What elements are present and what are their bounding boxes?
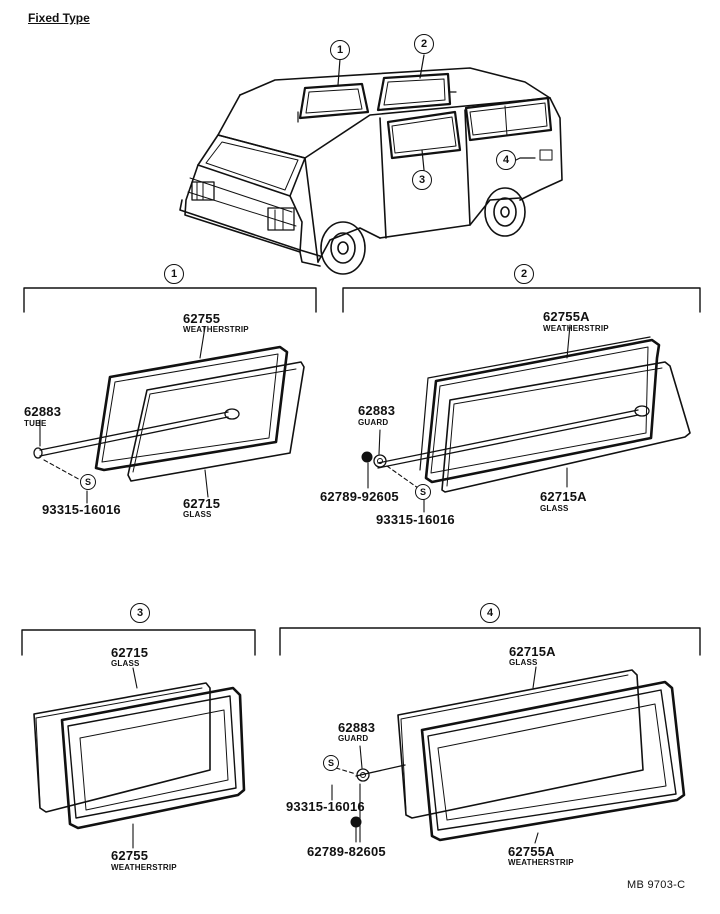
diagram-code: MB 9703-C: [627, 879, 686, 891]
part-name: GLASS: [509, 658, 538, 667]
part-name: WEATHERSTRIP: [111, 863, 177, 872]
fastener-symbol: S: [80, 474, 96, 490]
part-number: 62789-92605: [320, 489, 399, 504]
part-number: 62883: [358, 403, 396, 418]
part-number: 93315-16016: [286, 799, 365, 814]
panel-4-callout: 4: [480, 603, 500, 623]
part-number: 62715A: [540, 489, 587, 504]
page-title: Fixed Type: [28, 11, 90, 25]
callout-2-van: 2: [414, 34, 434, 54]
guard-nut-2: [362, 452, 372, 462]
fastener-symbol: S: [323, 755, 339, 771]
part-name: GUARD: [358, 418, 389, 427]
part-number: 93315-16016: [42, 502, 121, 517]
callout-1-van: 1: [330, 40, 350, 60]
van-illustration: [180, 55, 562, 274]
bracket-4: [280, 628, 700, 655]
part-number: 62715: [183, 496, 221, 511]
callout-4-van: 4: [496, 150, 516, 170]
bracket-1: [24, 288, 316, 312]
part-number: 62755: [111, 848, 149, 863]
part-number: 62883: [24, 404, 62, 419]
part-name: GLASS: [111, 659, 140, 668]
guard-nut-4: [351, 817, 361, 827]
part-name: WEATHERSTRIP: [508, 858, 574, 867]
panel-2-callout: 2: [514, 264, 534, 284]
part-number: 62883: [338, 720, 376, 735]
part-number: 62755: [183, 311, 221, 326]
fastener-symbol: S: [415, 484, 431, 500]
part-name: GUARD: [338, 734, 369, 743]
panel-4-drawing: [332, 667, 684, 843]
panel-1-drawing: [34, 327, 304, 503]
part-name: WEATHERSTRIP: [183, 325, 249, 334]
part-number: 62715A: [509, 644, 556, 659]
part-number: 62715: [111, 645, 149, 660]
part-number: 62755A: [543, 309, 590, 324]
panel-3-drawing: [34, 668, 244, 848]
part-number: 62755A: [508, 844, 555, 859]
part-name: GLASS: [540, 504, 569, 513]
panel-3-callout: 3: [130, 603, 150, 623]
bracket-2: [343, 288, 700, 312]
panel-1-callout: 1: [164, 264, 184, 284]
panel-2-drawing: [368, 325, 690, 512]
part-name: GLASS: [183, 510, 212, 519]
bracket-3: [22, 630, 255, 655]
part-name: TUBE: [24, 419, 47, 428]
part-number: 62789-82605: [307, 844, 386, 859]
part-name: WEATHERSTRIP: [543, 324, 609, 333]
callout-3-van: 3: [412, 170, 432, 190]
part-number: 93315-16016: [376, 512, 455, 527]
